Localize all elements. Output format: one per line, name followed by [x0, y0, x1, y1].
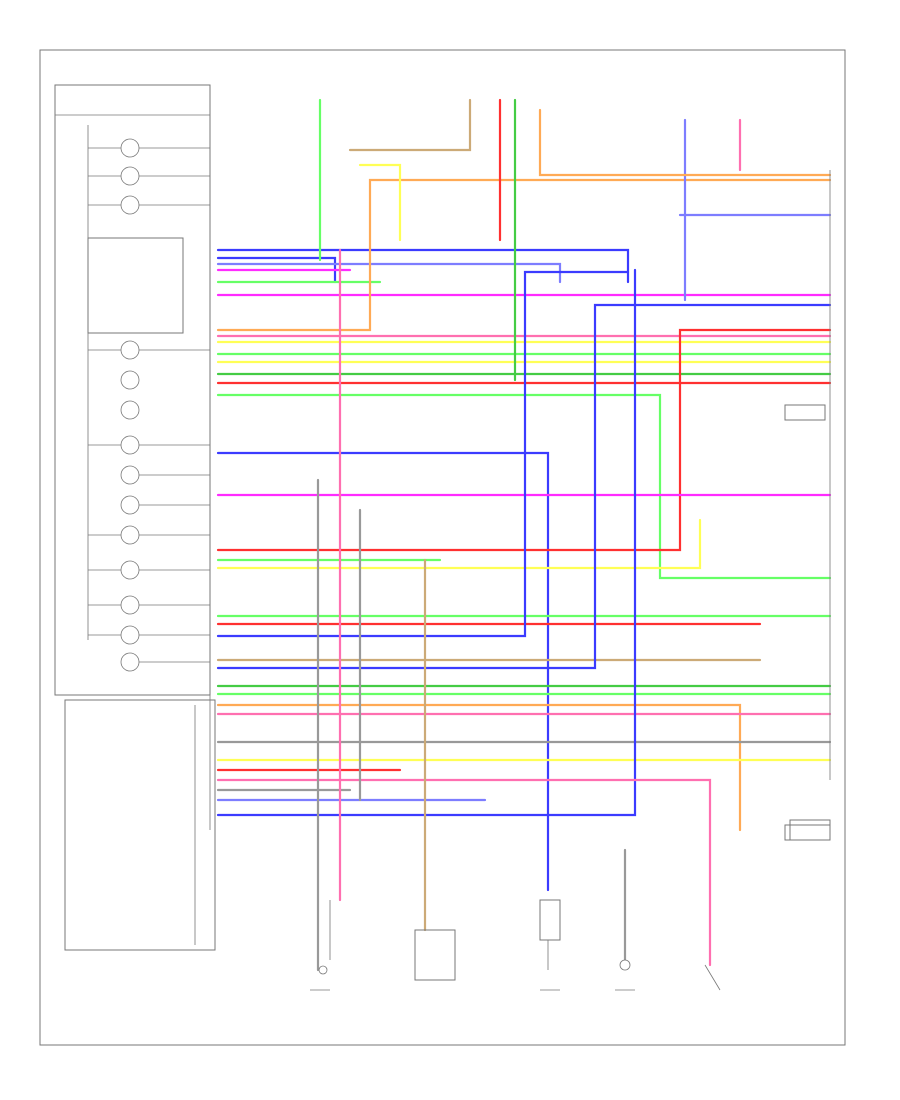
- wire-red-2: [216, 328, 832, 552]
- parking-brake-switch: [704, 964, 721, 991]
- wire-blue-5: [216, 303, 832, 670]
- wire-orange-3: [538, 108, 832, 177]
- cluster-inner-module: [87, 237, 184, 334]
- oil-pressure-switch: [619, 959, 631, 971]
- wire-pink-3: [216, 778, 712, 967]
- fuel-level-sender: [539, 899, 561, 970]
- warning-lamps: [120, 138, 140, 672]
- wire-blue-1: [216, 248, 630, 284]
- wire-green-3: [216, 393, 832, 580]
- wire-harness: [216, 98, 832, 972]
- engine-control-module: [414, 929, 456, 981]
- wire-blue-4: [216, 270, 630, 638]
- wire-violet-1: [216, 262, 562, 284]
- wire-orange-2: [216, 703, 742, 832]
- wire-blue-6: [216, 268, 637, 817]
- wire-orange-1: [216, 178, 832, 332]
- instrument-cluster: [54, 84, 216, 951]
- wire-tan-2: [348, 98, 472, 152]
- wire-blue-2: [216, 256, 337, 284]
- wire-blue-3: [216, 451, 550, 892]
- right-connectors: [784, 404, 831, 841]
- wire-yellow-3: [216, 518, 702, 570]
- brake-fluid-switch: [318, 900, 331, 975]
- cluster-connector-pins: [64, 699, 216, 951]
- seat-belt-switch: [789, 819, 831, 841]
- diagram-frame: [39, 49, 846, 1046]
- wire-yellow-5: [358, 163, 402, 242]
- cluster-lamp-leads: [88, 147, 210, 663]
